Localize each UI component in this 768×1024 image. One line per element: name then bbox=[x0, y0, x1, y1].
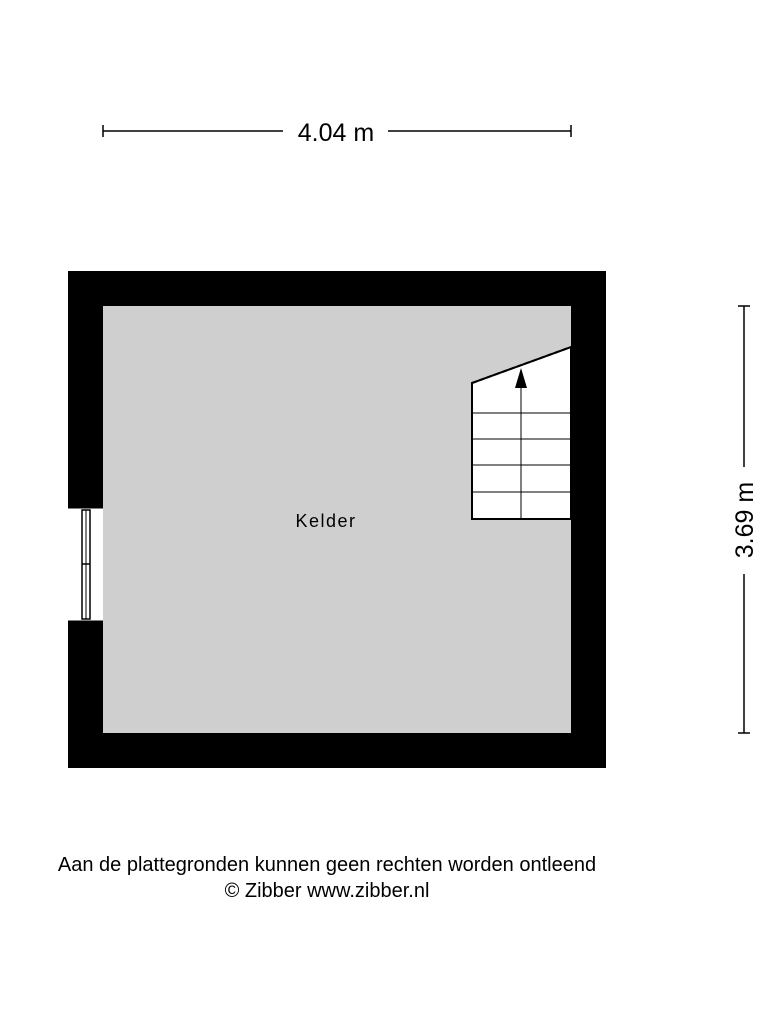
height-dimension-label: 3.69 m bbox=[731, 482, 759, 558]
width-dimension: 4.04 m bbox=[102, 119, 572, 147]
footer-disclaimer: Aan de plattegronden kunnen geen rechten… bbox=[57, 854, 597, 876]
width-dimension-label: 4.04 m bbox=[298, 119, 374, 147]
stair bbox=[471, 345, 572, 520]
height-dimension: 3.69 m bbox=[731, 305, 759, 734]
footer: Aan de plattegronden kunnen geen rechten… bbox=[0, 852, 654, 904]
footer-copyright: © Zibber www.zibber.nl bbox=[224, 880, 430, 902]
window-icon bbox=[68, 507, 103, 622]
room-label: Kelder bbox=[295, 511, 356, 531]
stair-arrow-icon bbox=[515, 368, 527, 388]
